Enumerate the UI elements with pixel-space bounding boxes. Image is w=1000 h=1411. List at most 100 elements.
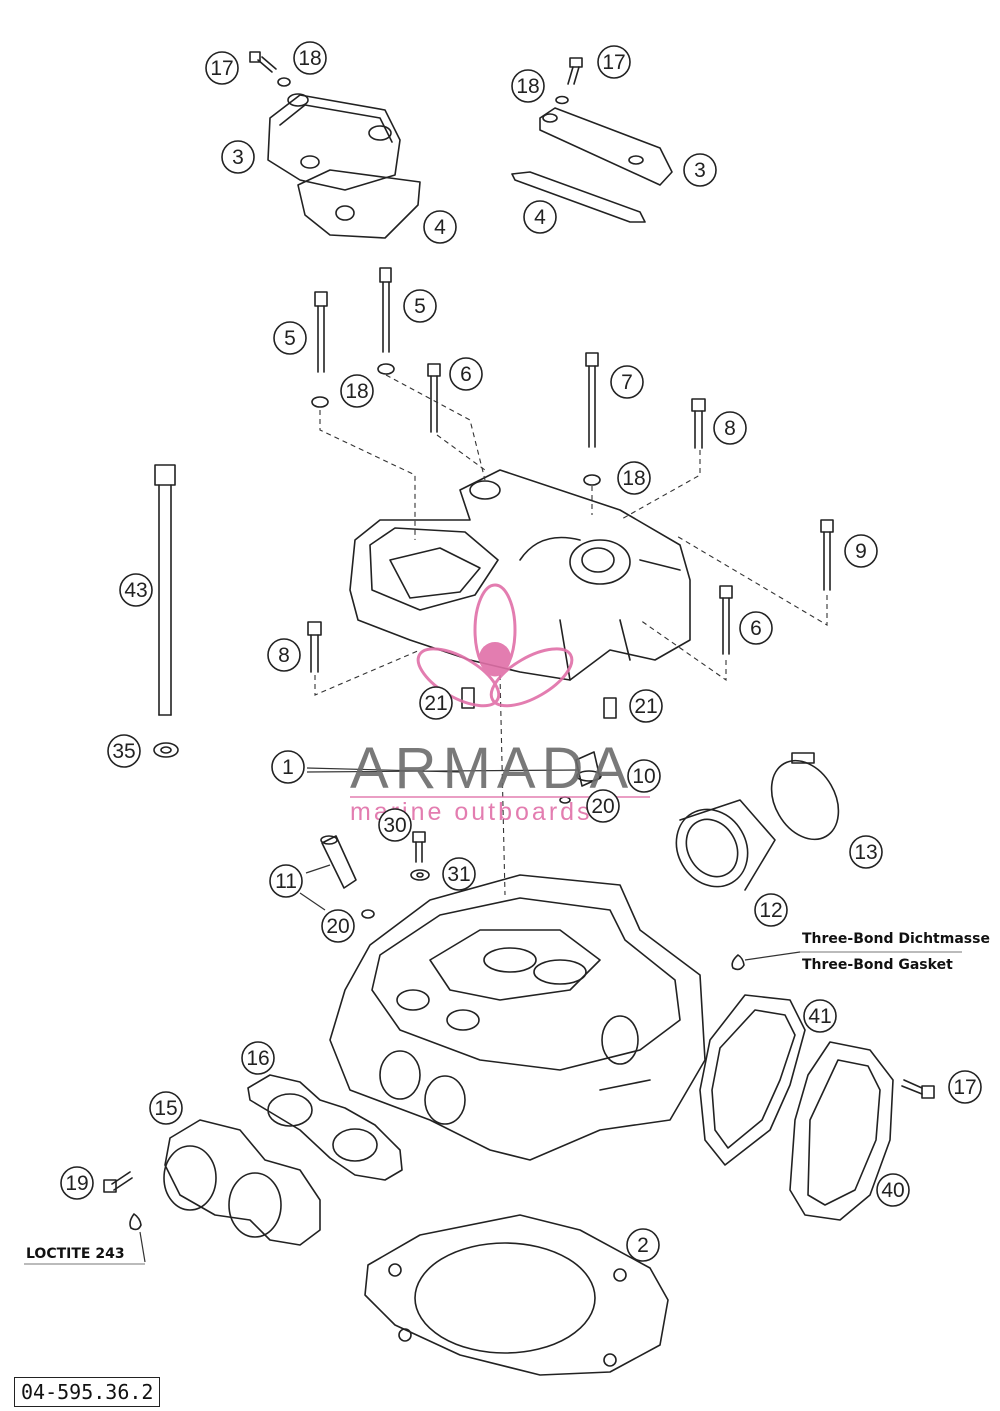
callout-18: 18 <box>340 374 374 408</box>
svg-text:19: 19 <box>65 1172 88 1195</box>
callout-10: 10 <box>627 759 661 793</box>
washer-18-top-left <box>277 77 291 87</box>
svg-text:18: 18 <box>622 467 645 490</box>
callout-17: 17 <box>948 1070 982 1104</box>
note-loctite: LOCTITE 243 <box>26 1246 125 1262</box>
callout-18: 18 <box>617 461 651 495</box>
callout-9: 9 <box>844 534 878 568</box>
callout-2: 2 <box>626 1228 660 1262</box>
callout-43: 43 <box>119 573 153 607</box>
callout-31: 31 <box>442 857 476 891</box>
svg-text:6: 6 <box>460 363 472 386</box>
document-id: 04-595.36.2 <box>14 1377 161 1407</box>
screw-17-bottom <box>901 1079 935 1099</box>
valve-cover-gasket-left <box>297 169 421 239</box>
svg-text:6: 6 <box>750 617 762 640</box>
svg-text:16: 16 <box>246 1047 269 1070</box>
callout-1: 1 <box>271 750 305 784</box>
loctite-drop <box>129 1213 142 1231</box>
screw-30 <box>412 831 426 863</box>
svg-text:5: 5 <box>414 295 426 318</box>
svg-text:3: 3 <box>232 146 244 169</box>
svg-text:13: 13 <box>854 841 877 864</box>
o-ring-20-lower <box>361 909 375 919</box>
callout-15: 15 <box>149 1091 183 1125</box>
callout-17: 17 <box>205 51 239 85</box>
svg-text:15: 15 <box>154 1097 177 1120</box>
svg-text:9: 9 <box>855 540 867 563</box>
callout-30: 30 <box>378 808 412 842</box>
cover-gasket-41 <box>699 994 806 1166</box>
valve-cover-gasket-right <box>511 171 646 223</box>
callout-21: 21 <box>419 686 453 720</box>
svg-text:11: 11 <box>275 870 297 893</box>
callout-20: 20 <box>321 909 355 943</box>
callout-18: 18 <box>511 69 545 103</box>
callout-8: 8 <box>267 638 301 672</box>
bolt-8-lower <box>307 621 322 673</box>
three-bond-drop <box>731 954 745 971</box>
bolt-9 <box>820 519 834 591</box>
bolt-7 <box>583 352 601 486</box>
svg-text:17: 17 <box>602 51 625 74</box>
svg-text:35: 35 <box>112 740 135 763</box>
watermark: ARMADA marine outboards <box>350 583 650 826</box>
svg-text:4: 4 <box>434 216 446 239</box>
valve-cover-left <box>267 93 401 191</box>
callout-12: 12 <box>754 893 788 927</box>
valve-cover-right <box>539 107 673 186</box>
callout-41: 41 <box>803 999 837 1033</box>
svg-text:18: 18 <box>345 380 368 403</box>
stud-bolt-43 <box>154 464 176 716</box>
bolt-6-upper <box>427 363 441 433</box>
svg-text:18: 18 <box>516 75 539 98</box>
callout-40: 40 <box>876 1173 910 1207</box>
hose-clamp-13 <box>770 752 840 841</box>
svg-text:7: 7 <box>621 371 633 394</box>
svg-text:18: 18 <box>298 47 321 70</box>
plug-11 <box>320 835 357 889</box>
intake-boot-12 <box>675 799 776 891</box>
svg-text:43: 43 <box>124 579 147 602</box>
svg-text:20: 20 <box>591 795 614 818</box>
callout-6: 6 <box>739 611 773 645</box>
callout-19: 19 <box>60 1166 94 1200</box>
callout-11: 11 <box>269 864 303 898</box>
callout-4: 4 <box>423 210 457 244</box>
callout-6: 6 <box>449 357 483 391</box>
svg-text:40: 40 <box>881 1179 904 1202</box>
screw-17-top-left <box>249 51 277 73</box>
side-cover-40 <box>789 1041 894 1221</box>
svg-text:17: 17 <box>953 1076 976 1099</box>
callout-17: 17 <box>597 45 631 79</box>
plug-10 <box>575 751 602 787</box>
callout-35: 35 <box>107 734 141 768</box>
svg-text:21: 21 <box>424 692 447 715</box>
dowel-21-left <box>461 687 475 709</box>
svg-text:1: 1 <box>282 756 294 779</box>
watermark-brand: ARMADA <box>350 736 634 801</box>
note-three-bond-en: Three-Bond Gasket <box>802 957 953 973</box>
camshaft-carrier <box>349 469 691 681</box>
note-three-bond-de: Three-Bond Dichtmasse <box>802 931 990 947</box>
svg-text:8: 8 <box>278 644 290 667</box>
svg-text:30: 30 <box>383 814 406 837</box>
svg-text:8: 8 <box>724 417 736 440</box>
exhaust-manifold-15 <box>163 1119 321 1246</box>
cylinder-head <box>329 874 706 1161</box>
callout-20: 20 <box>586 789 620 823</box>
callout-5: 5 <box>273 321 307 355</box>
svg-text:5: 5 <box>284 327 296 350</box>
svg-text:31: 31 <box>447 863 470 886</box>
callout-21: 21 <box>629 689 663 723</box>
washer-31 <box>410 869 430 881</box>
exhaust-gasket-16 <box>247 1074 403 1181</box>
screw-19 <box>103 1171 133 1193</box>
leader-lines <box>314 374 828 896</box>
washer-35 <box>153 742 179 758</box>
svg-text:2: 2 <box>637 1234 649 1257</box>
svg-text:21: 21 <box>634 695 657 718</box>
svg-text:17: 17 <box>210 57 233 80</box>
dowel-21-right <box>603 697 617 719</box>
